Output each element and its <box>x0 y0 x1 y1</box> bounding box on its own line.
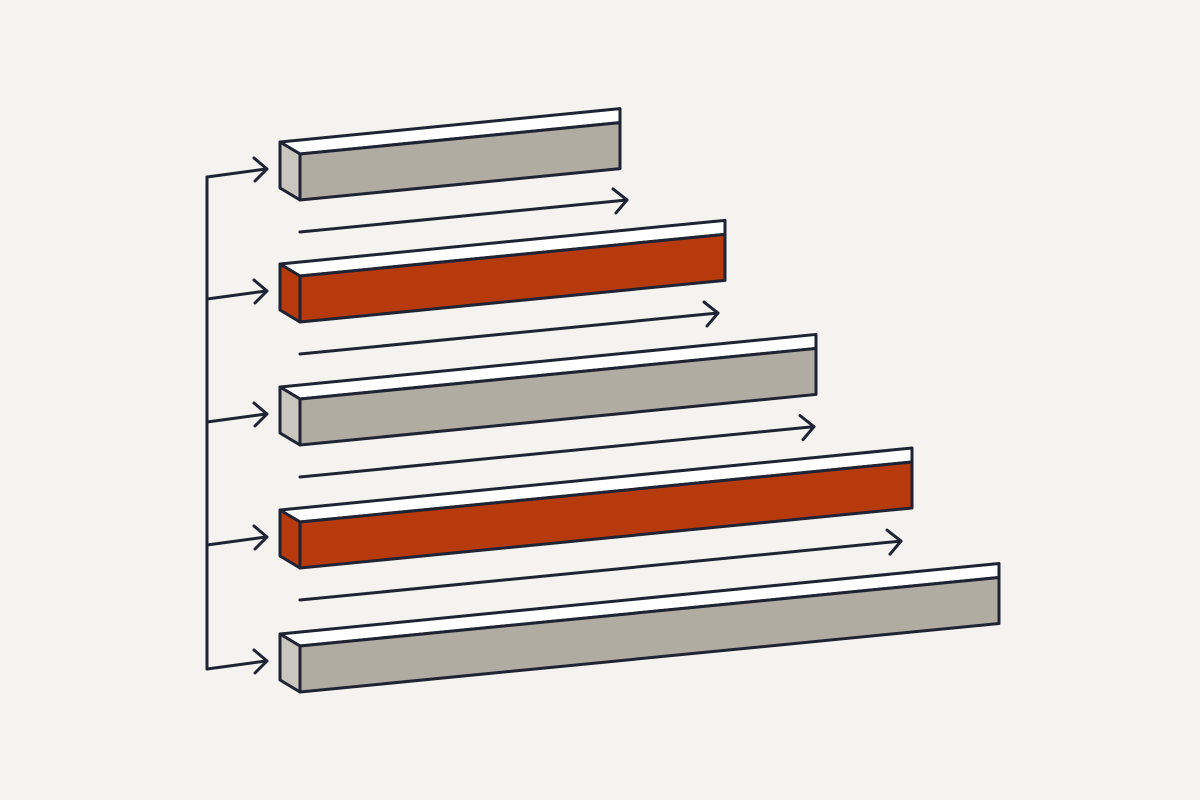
long-arrow-right-icon <box>298 528 903 602</box>
bar-end-face <box>278 632 302 694</box>
bar-1 <box>278 107 622 202</box>
bar-stack <box>278 107 1001 694</box>
long-arrow-right-icon <box>298 300 720 356</box>
bar-end-face <box>278 262 302 324</box>
bar-3 <box>278 332 818 447</box>
bar-end-face <box>278 385 302 447</box>
bar-front-face <box>298 575 1001 694</box>
long-arrow-right-icon <box>298 414 816 479</box>
branch-connector <box>205 156 269 675</box>
bar-end-face <box>278 508 302 570</box>
arrow-right-icon <box>205 401 269 428</box>
bar-5 <box>278 561 1001 694</box>
long-arrow-right-icon <box>298 187 629 234</box>
arrow-right-icon <box>205 156 269 183</box>
arrow-right-icon <box>205 278 269 305</box>
bar-end-face <box>278 140 302 202</box>
arrow-right-icon <box>205 524 269 551</box>
bar-2-accent <box>278 218 727 324</box>
progress-arrows <box>298 187 903 602</box>
bar-4-accent <box>278 446 914 570</box>
arrow-right-icon <box>205 648 269 675</box>
